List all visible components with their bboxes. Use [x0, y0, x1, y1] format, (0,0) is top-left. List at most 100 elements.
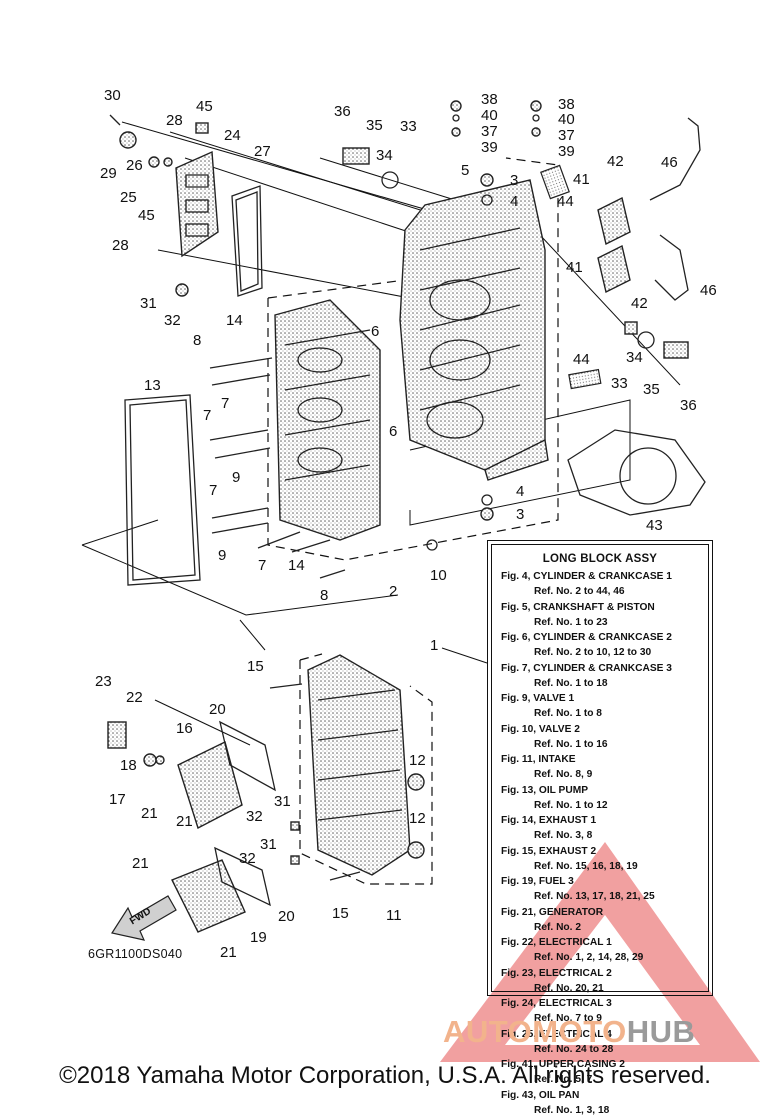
callout-42: 42 [607, 153, 624, 170]
legend-figure-name: Fig. 24, ELECTRICAL 3 [501, 996, 704, 1011]
legend-reference: Ref. No. 1 to 12 [501, 798, 704, 813]
callout-11: 11 [386, 907, 402, 924]
callout-44: 44 [557, 193, 574, 210]
heat-insulator-44-lower [569, 370, 601, 389]
diagram-code: 6GR1100DS040 [88, 947, 182, 961]
callout-39: 39 [558, 143, 575, 160]
callout-33: 33 [611, 375, 628, 392]
callout-37: 37 [481, 123, 498, 140]
legend-figure-name: Fig. 19, FUEL 3 [501, 874, 704, 889]
callout-32: 32 [164, 312, 181, 329]
watermark-part2: HUB [627, 1014, 696, 1049]
callout-16: 16 [176, 720, 193, 737]
callout-30: 30 [104, 87, 121, 104]
legend-reference: Ref. No. 2 to 44, 46 [501, 584, 704, 599]
callout-33: 33 [400, 118, 417, 135]
watermark-logo: AUTOMOTOHUB [443, 1014, 695, 1050]
callout-28: 28 [166, 112, 183, 129]
callout-9: 9 [232, 469, 240, 486]
callout-36: 36 [334, 103, 351, 120]
callout-21: 21 [132, 855, 149, 872]
legend-reference: Ref. No. 1 to 8 [501, 706, 704, 721]
legend-title: LONG BLOCK ASSY [492, 553, 708, 565]
callout-19: 19 [250, 929, 267, 946]
legend-figure-name: Fig. 9, VALVE 1 [501, 691, 704, 706]
callout-45: 45 [138, 207, 155, 224]
callout-46: 46 [700, 282, 717, 299]
callout-32: 32 [246, 808, 263, 825]
callout-21: 21 [141, 805, 158, 822]
callout-41: 41 [566, 259, 583, 276]
callout-46: 46 [661, 154, 678, 171]
legend-inner-border: LONG BLOCK ASSY Fig. 4, CYLINDER & CRANK… [491, 544, 709, 992]
callout-4: 4 [510, 193, 518, 210]
callout-37: 37 [558, 127, 575, 144]
legend-leader [442, 648, 487, 663]
legend-figure-name: Fig. 15, EXHAUST 2 [501, 844, 704, 859]
legend-figure-name: Fig. 7, CYLINDER & CRANKCASE 3 [501, 661, 704, 676]
legend-figure-name: Fig. 21, GENERATOR [501, 905, 704, 920]
crankcase-half [275, 300, 380, 540]
callout-43: 43 [646, 517, 663, 534]
callout-1: 1 [430, 637, 438, 654]
callout-21: 21 [176, 813, 193, 830]
callout-12: 12 [409, 752, 426, 769]
callout-14: 14 [226, 312, 243, 329]
callout-27: 27 [254, 143, 271, 160]
watermark-part1: AUTOMOTO [443, 1014, 627, 1049]
callout-7: 7 [209, 482, 217, 499]
callout-23: 23 [95, 673, 112, 690]
callout-20: 20 [278, 908, 295, 925]
callout-4: 4 [516, 483, 524, 500]
callout-14: 14 [288, 557, 305, 574]
callout-6: 6 [389, 423, 397, 440]
callout-3: 3 [516, 506, 524, 523]
legend-figure-name: Fig. 13, OIL PUMP [501, 783, 704, 798]
legend-reference: Ref. No. 3, 8 [501, 828, 704, 843]
callout-28: 28 [112, 237, 129, 254]
bracket-41 [598, 198, 630, 292]
callout-24: 24 [224, 127, 241, 144]
callout-31: 31 [274, 793, 291, 810]
oil-pan-block [308, 655, 410, 875]
legend-reference: Ref. No. 1 to 18 [501, 676, 704, 691]
cylinder-block [400, 180, 548, 480]
legend-figure-name: Fig. 14, EXHAUST 1 [501, 813, 704, 828]
legend-reference: Ref. No. 20, 21 [501, 981, 704, 996]
callout-29: 29 [100, 165, 117, 182]
cable-46 [650, 118, 700, 300]
legend-reference: Ref. No. 8, 9 [501, 767, 704, 782]
callout-15: 15 [247, 658, 264, 675]
callout-21: 21 [220, 944, 237, 961]
legend-figure-name: Fig. 6, CYLINDER & CRANKCASE 2 [501, 630, 704, 645]
callout-42: 42 [631, 295, 648, 312]
gasket-side-cover [232, 186, 262, 296]
legend-figure-name: Fig. 22, ELECTRICAL 1 [501, 935, 704, 950]
callout-44: 44 [573, 351, 590, 368]
callout-7: 7 [258, 557, 266, 574]
callout-38: 38 [481, 91, 498, 108]
callout-9: 9 [218, 547, 226, 564]
callout-12: 12 [409, 810, 426, 827]
callout-15: 15 [332, 905, 349, 922]
callout-8: 8 [193, 332, 201, 349]
callout-6: 6 [371, 323, 379, 340]
callout-25: 25 [120, 189, 137, 206]
legend-reference: Ref. No. 1 to 23 [501, 615, 704, 630]
callout-40: 40 [558, 111, 575, 128]
gasket-43 [568, 430, 705, 515]
cover-plate-19 [172, 860, 245, 932]
legend-reference: Ref. No. 2 [501, 920, 704, 935]
callout-18: 18 [120, 757, 137, 774]
callout-2: 2 [389, 583, 397, 600]
callout-10: 10 [430, 567, 447, 584]
legend-figure-name: Fig. 23, ELECTRICAL 2 [501, 966, 704, 981]
callout-34: 34 [626, 349, 643, 366]
